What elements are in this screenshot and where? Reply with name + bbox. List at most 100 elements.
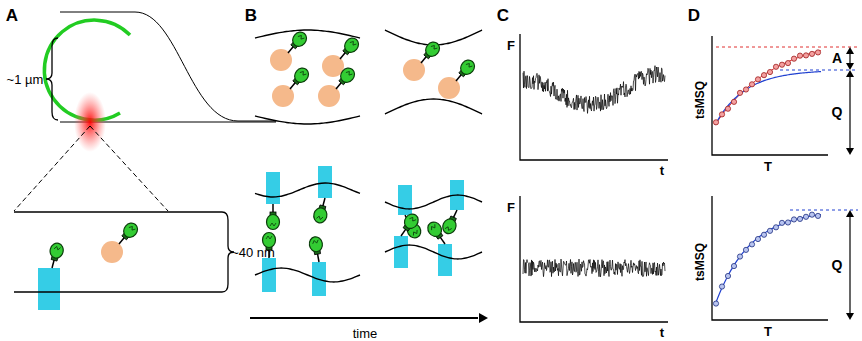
- data-point: [791, 217, 796, 222]
- data-point: [815, 213, 820, 218]
- data-point: [713, 301, 718, 306]
- bulb-shine: [316, 216, 323, 220]
- data-point: [761, 73, 766, 78]
- membrane: [255, 268, 360, 282]
- bulb-glass: [342, 35, 362, 55]
- amplitude-label: Q: [832, 105, 843, 119]
- membrane-protein: [394, 236, 408, 268]
- data-point: [731, 263, 736, 268]
- brace: [46, 38, 58, 120]
- amplitude-label: A: [832, 51, 842, 65]
- fluorophore-bulb: [416, 39, 442, 67]
- membrane-protein: [266, 172, 280, 204]
- data-point: [767, 69, 772, 74]
- panel-letter: D: [688, 7, 700, 24]
- bulb-glass: [458, 57, 478, 77]
- data-point: [803, 53, 808, 58]
- bulb-shine: [298, 34, 305, 40]
- fluorophore-bulb: [267, 204, 280, 230]
- axis-label: t: [660, 164, 664, 177]
- data-point: [731, 99, 736, 104]
- membrane-protein: [262, 258, 276, 292]
- fluorophore-bulb: [335, 35, 361, 63]
- data-point: [755, 77, 760, 82]
- fluorophore-bulb: [283, 29, 309, 57]
- data-point: [809, 51, 814, 56]
- bulb-shine: [312, 240, 318, 244]
- bulb-shine: [445, 226, 452, 231]
- fit-curve: [715, 50, 821, 125]
- arrowhead: [846, 63, 854, 70]
- bulb-glass: [440, 217, 458, 236]
- dimension-arrow: [849, 73, 850, 152]
- data-point: [773, 225, 778, 230]
- arrowhead: [846, 210, 854, 217]
- data-point: [737, 254, 742, 259]
- dimension-label: ~40 nm: [231, 246, 275, 259]
- dimension-label: ~1 µm: [7, 73, 44, 86]
- axis-label: t: [660, 326, 664, 339]
- fluorescence-trace: [523, 66, 665, 114]
- bulb-shine: [409, 216, 416, 222]
- bulb-shine: [350, 40, 357, 46]
- membrane: [255, 30, 360, 38]
- membrane: [255, 116, 360, 124]
- axes: [520, 196, 668, 322]
- bulb-glass: [425, 219, 444, 239]
- membrane: [385, 99, 482, 114]
- panel-letter: A: [6, 7, 18, 24]
- arrowhead: [846, 70, 854, 77]
- data-point: [737, 90, 742, 95]
- data-point: [725, 273, 730, 278]
- data-point: [749, 82, 754, 87]
- data-point: [719, 112, 724, 117]
- fluorophore-bulb: [285, 65, 311, 93]
- fluorophore-bulb: [312, 196, 331, 224]
- membrane: [255, 183, 360, 197]
- zoom-membrane: [14, 291, 222, 292]
- plateau-line: [780, 70, 858, 71]
- bulb-glass: [290, 29, 310, 49]
- bulb-glass: [292, 65, 312, 85]
- axis-label: T: [764, 160, 772, 173]
- data-point: [773, 64, 778, 69]
- data-point: [761, 232, 766, 237]
- arrowhead: [846, 47, 854, 54]
- data-point: [779, 220, 784, 225]
- bulb-shine: [466, 62, 473, 68]
- bulb-glass: [48, 242, 64, 260]
- axis-label: F: [507, 201, 515, 214]
- zoom-line: [14, 126, 90, 211]
- data-point: [755, 236, 760, 241]
- arrowhead: [846, 313, 854, 320]
- arrowhead: [479, 313, 488, 323]
- membrane-protein: [38, 268, 60, 310]
- bulb-glass: [338, 65, 358, 85]
- fit-curve: [715, 72, 821, 125]
- bulb-shine: [300, 70, 307, 76]
- fluorophore-bulb: [331, 65, 357, 93]
- data-point: [785, 220, 790, 225]
- membrane-protein: [398, 185, 412, 215]
- fit-curve: [715, 215, 821, 305]
- membrane-protein: [318, 166, 332, 198]
- plateau-line: [790, 210, 858, 211]
- bulb-shine: [431, 44, 438, 50]
- fluorophore-bulb: [451, 57, 477, 85]
- bulb-shine: [266, 236, 272, 239]
- data-point: [713, 120, 718, 125]
- data-point: [791, 56, 796, 61]
- time-arrow: [250, 317, 478, 319]
- panel-letter: B: [245, 7, 257, 24]
- fluorophore-bulb: [396, 211, 421, 239]
- evanescent-field: [74, 92, 106, 152]
- axis-label: F: [507, 39, 515, 52]
- fluorophore-bulb: [46, 242, 65, 270]
- fluorophore-bulb: [440, 207, 463, 236]
- fluorescence-trace: [523, 259, 665, 277]
- axis-label: T: [764, 325, 772, 338]
- bulb-shine: [54, 246, 61, 250]
- data-point: [743, 87, 748, 92]
